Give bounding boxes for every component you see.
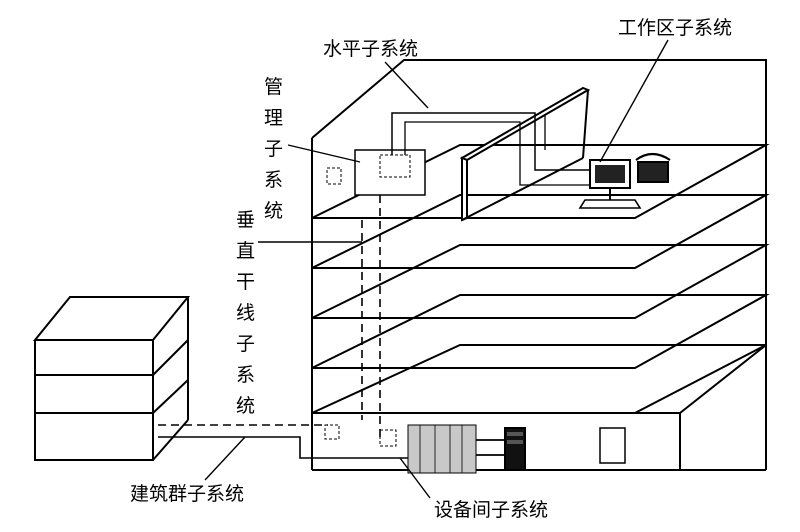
horizontal-cable bbox=[391, 112, 590, 171]
svg-text:子: 子 bbox=[264, 138, 283, 160]
label-horizontal-subsystem: 水平子系统 bbox=[323, 38, 418, 60]
telephone-icon bbox=[637, 161, 669, 183]
floor-2 bbox=[311, 294, 770, 369]
outlet-top-left bbox=[326, 167, 342, 185]
main-distribution-frame bbox=[407, 424, 477, 474]
label-work-area-subsystem: 工作区子系统 bbox=[618, 17, 732, 39]
svg-text:垂: 垂 bbox=[236, 209, 255, 231]
outlet-ground-left bbox=[324, 424, 340, 440]
patch-panel-top bbox=[379, 154, 411, 178]
svg-text:统: 统 bbox=[264, 200, 283, 222]
workstation bbox=[578, 152, 671, 209]
label-equipment-room-subsystem: 设备间子系统 bbox=[434, 499, 548, 521]
door bbox=[599, 427, 626, 464]
leader-management bbox=[287, 144, 361, 163]
building-top-back-edges bbox=[311, 59, 767, 470]
partition-wall bbox=[459, 86, 591, 222]
svg-text:子: 子 bbox=[236, 333, 255, 355]
svg-text:直: 直 bbox=[236, 240, 255, 262]
management-cabinet bbox=[326, 149, 426, 196]
label-management-subsystem: 管 理 子 系 统 bbox=[264, 76, 283, 222]
leader-horizontal bbox=[384, 61, 429, 109]
floor-3 bbox=[311, 244, 770, 319]
svg-text:线: 线 bbox=[236, 302, 255, 324]
label-campus-subsystem: 建筑群子系统 bbox=[130, 483, 244, 505]
svg-text:干: 干 bbox=[236, 271, 255, 293]
svg-text:系: 系 bbox=[236, 364, 255, 386]
adjacent-building bbox=[32, 296, 191, 461]
svg-text:系: 系 bbox=[264, 169, 283, 191]
leader-work-area bbox=[599, 39, 669, 163]
svg-text:理: 理 bbox=[264, 107, 283, 129]
label-backbone-subsystem: 垂 直 干 线 子 系 统 bbox=[236, 209, 255, 417]
campus-cable bbox=[158, 436, 420, 459]
ground-floor-right-edge bbox=[679, 344, 767, 414]
leader-lines bbox=[204, 39, 669, 499]
floor-4 bbox=[311, 194, 770, 269]
equipment-room bbox=[324, 424, 626, 474]
outlet-equipment bbox=[379, 429, 397, 447]
svg-text:管: 管 bbox=[264, 76, 283, 98]
main-building bbox=[311, 59, 767, 471]
leader-equipment bbox=[399, 457, 431, 499]
keyboard-icon bbox=[578, 199, 642, 209]
horizontal-cable-2 bbox=[404, 121, 590, 186]
svg-text:统: 统 bbox=[236, 395, 255, 417]
server-cabinet bbox=[504, 427, 526, 471]
leader-campus bbox=[204, 436, 246, 481]
